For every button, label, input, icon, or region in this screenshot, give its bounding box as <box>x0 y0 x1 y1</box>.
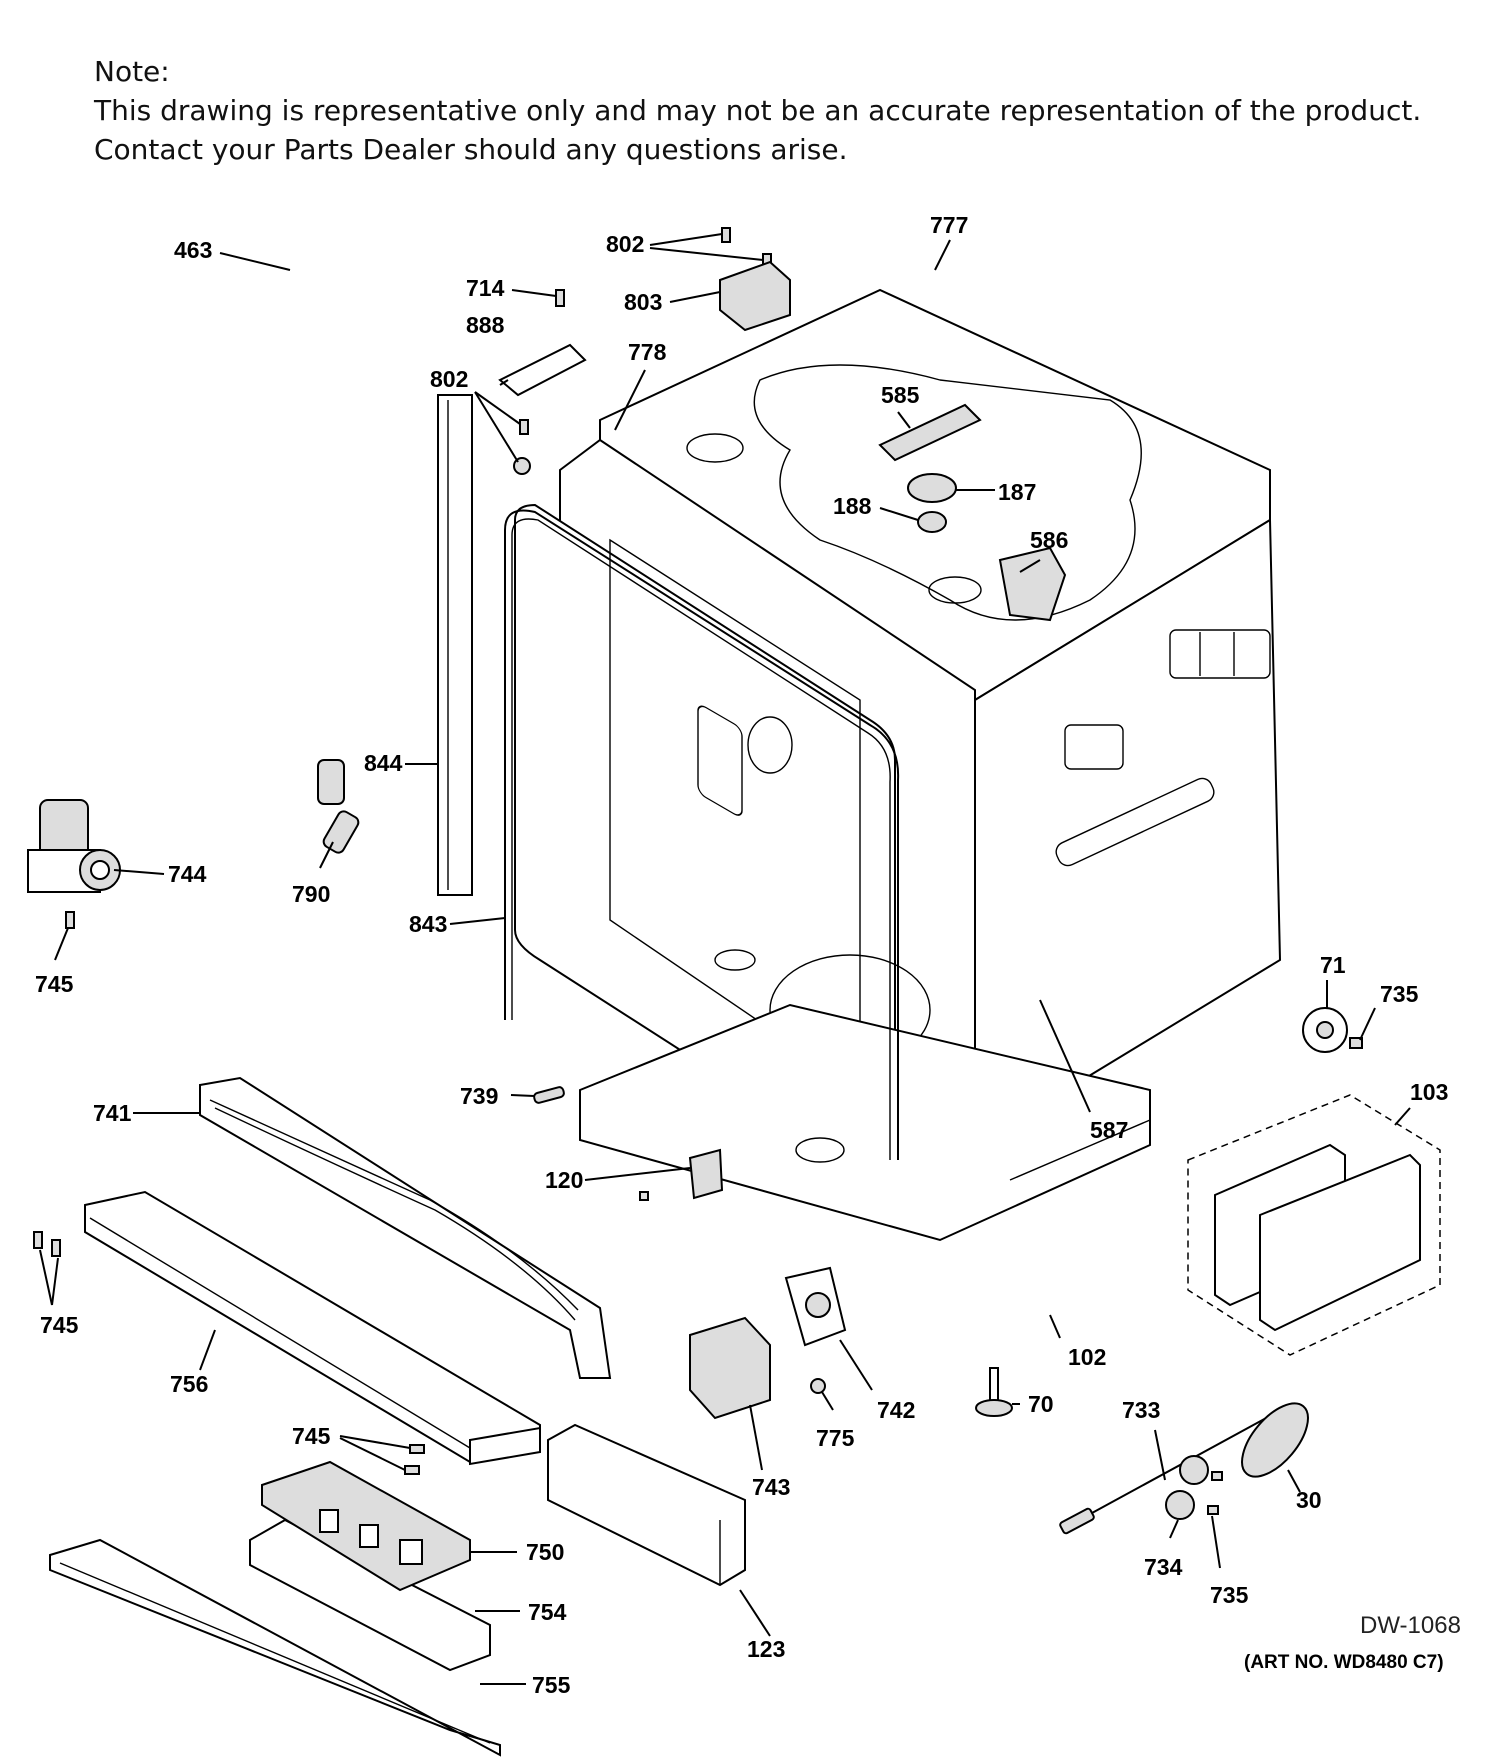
part-label-734: 734 <box>1144 1554 1183 1580</box>
drawing-code: DW-1068 <box>1360 1612 1461 1639</box>
part-label-103: 103 <box>1410 1079 1448 1105</box>
part-label-733: 733 <box>1122 1397 1160 1423</box>
part-label-754: 754 <box>528 1599 567 1625</box>
toe-kick-panel <box>49 1538 501 1757</box>
access-panel <box>84 1190 541 1466</box>
part-label-744: 744 <box>168 861 207 887</box>
part-label-775: 775 <box>816 1425 855 1451</box>
leader-lines <box>39 233 1411 1685</box>
door-gasket <box>504 509 900 1160</box>
part-label-120: 120 <box>545 1167 583 1193</box>
part-label-844: 844 <box>364 750 403 776</box>
part-label-187: 187 <box>998 479 1036 505</box>
part-label-741: 741 <box>93 1100 132 1126</box>
note-line-2: Contact your Parts Dealer should any que… <box>94 133 848 166</box>
part-label-586: 586 <box>1030 527 1068 553</box>
part-label-777: 777 <box>930 212 968 238</box>
part-label-745: 745 <box>40 1312 79 1338</box>
part-label-778: 778 <box>628 339 667 365</box>
part-label-750: 750 <box>526 1539 564 1565</box>
small-parts <box>33 227 1363 1475</box>
note-heading: Note: <box>94 55 170 88</box>
insulation-kit <box>1187 1094 1441 1356</box>
part-label-742: 742 <box>877 1397 915 1423</box>
part-label-743: 743 <box>752 1474 790 1500</box>
part-label-587: 587 <box>1090 1117 1128 1143</box>
control-board-assembly <box>249 1460 491 1672</box>
note-line-1: This drawing is representative only and … <box>94 94 1422 127</box>
part-label-739: 739 <box>460 1083 498 1109</box>
part-label-102: 102 <box>1068 1344 1106 1370</box>
part-label-30: 30 <box>1296 1487 1322 1513</box>
part-label-70: 70 <box>1028 1391 1054 1417</box>
art-number: (ART NO. WD8480 C7) <box>1244 1652 1444 1673</box>
tub-assembly <box>514 288 1282 1242</box>
part-label-843: 843 <box>409 911 447 937</box>
part-label-71: 71 <box>1320 952 1346 978</box>
water-inlet-valve <box>27 799 121 893</box>
part-label-745: 745 <box>292 1423 331 1449</box>
part-label-463: 463 <box>174 237 212 263</box>
insulation-block <box>547 1423 746 1587</box>
part-label-802: 802 <box>430 366 468 392</box>
part-label-888: 888 <box>466 312 505 338</box>
part-label-756: 756 <box>170 1371 208 1397</box>
side-trim-strip <box>437 394 473 896</box>
part-label-802: 802 <box>606 231 644 257</box>
disclaimer-note: Note: This drawing is representative onl… <box>94 52 1421 169</box>
part-label-714: 714 <box>466 275 505 301</box>
part-label-790: 790 <box>292 881 330 907</box>
part-label-123: 123 <box>747 1636 785 1662</box>
part-label-745: 745 <box>35 971 74 997</box>
part-label-188: 188 <box>833 493 872 519</box>
toe-panel-rail <box>199 1076 612 1379</box>
part-label-585: 585 <box>881 382 920 408</box>
part-label-735: 735 <box>1380 981 1419 1007</box>
part-label-803: 803 <box>624 289 662 315</box>
hose-clamp <box>317 759 345 805</box>
part-label-735: 735 <box>1210 1582 1249 1608</box>
bracket-parts <box>689 1266 847 1420</box>
part-labels: 463 714 802 803 777 888 778 802 585 187 … <box>35 212 1448 1698</box>
part-label-755: 755 <box>532 1672 571 1698</box>
door-spring-assembly <box>1059 1402 1309 1535</box>
